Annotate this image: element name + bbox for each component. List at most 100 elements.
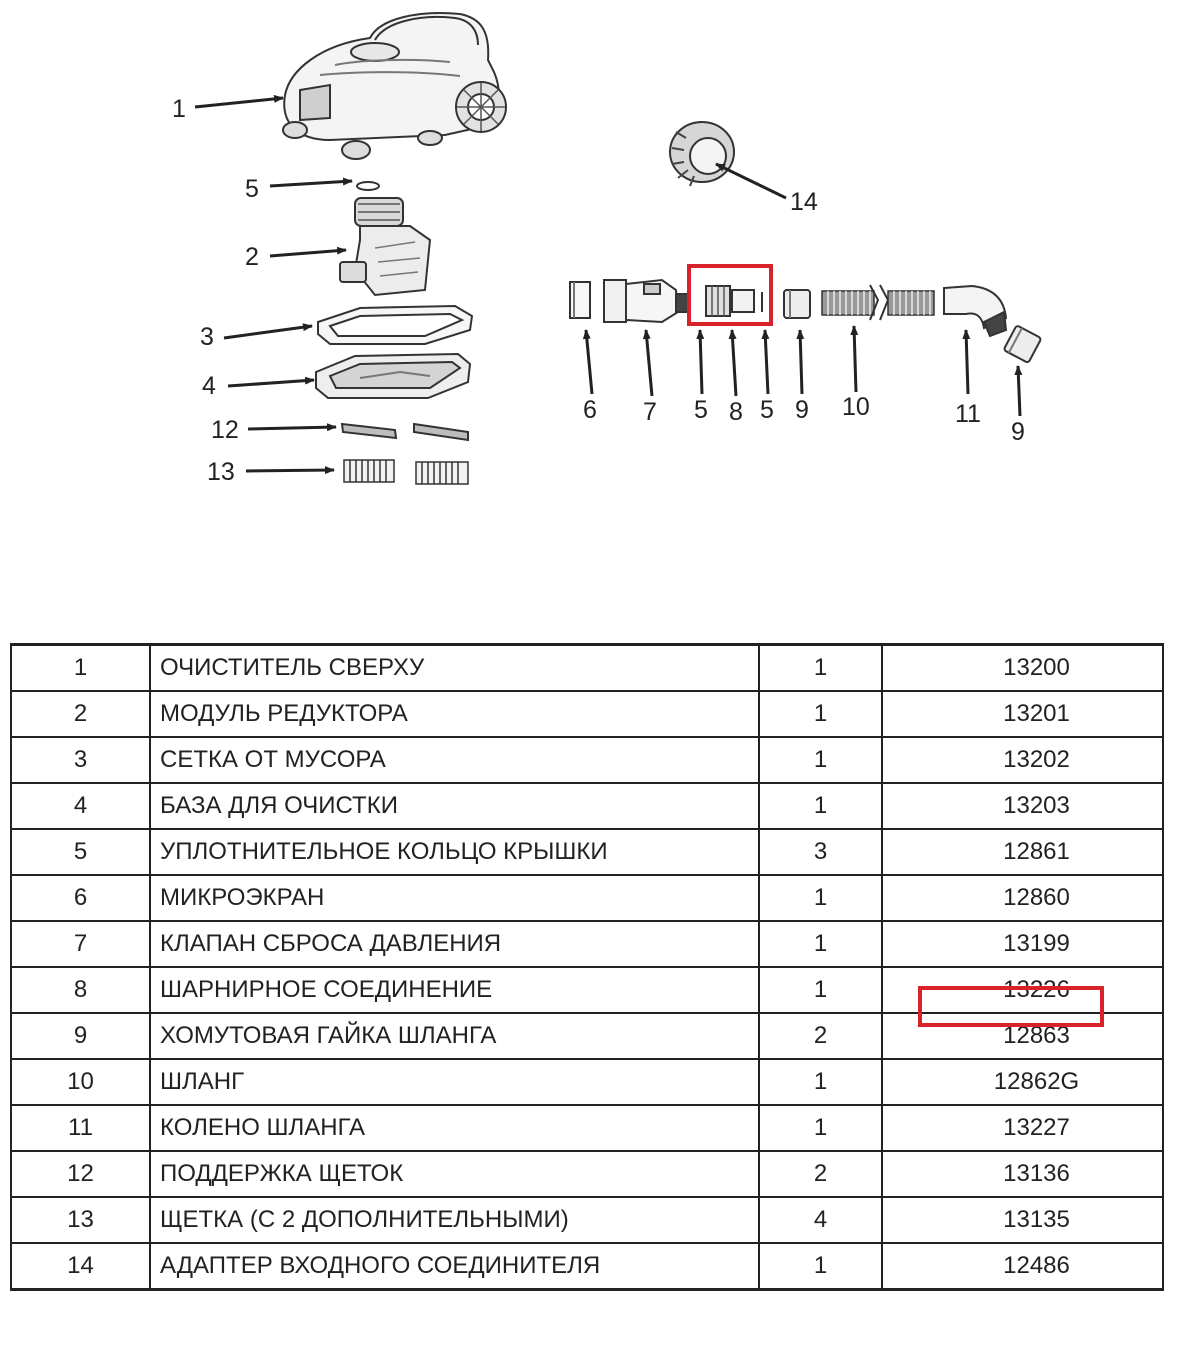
part-code: 13226: [881, 966, 1164, 1014]
part-quantity: 1: [758, 920, 883, 968]
part-quantity: 1: [758, 643, 883, 692]
part-name: СЕТКА ОТ МУСОРА: [149, 736, 760, 784]
part-number: 9: [10, 1012, 151, 1060]
cleaning-base-drawing: [315, 352, 472, 399]
part-code: 13200: [881, 643, 1164, 692]
part-code: 12863: [881, 1012, 1164, 1060]
callout-9: 9: [795, 396, 809, 424]
callout-1: 1: [172, 95, 186, 123]
cleaner-top-drawing: [282, 12, 507, 160]
callout-11: 11: [955, 400, 981, 428]
callout-5-c: 5: [760, 396, 774, 424]
swivel-joint-drawing: [705, 285, 763, 317]
callout-5-b: 5: [694, 396, 708, 424]
exploded-parts-diagram: 1 5 2 3 4 12 13 14 6 7 5 8 5 9 10 11 9: [172, 12, 1042, 486]
part-name: КЛАПАН СБРОСА ДАВЛЕНИЯ: [149, 920, 760, 968]
part-number: 10: [10, 1058, 151, 1106]
part-quantity: 2: [758, 1012, 883, 1060]
part-quantity: 1: [758, 874, 883, 922]
part-number: 8: [10, 966, 151, 1014]
pressure-relief-valve-drawing: [603, 278, 689, 324]
part-code: 13135: [881, 1196, 1164, 1244]
callout-5: 5: [245, 175, 259, 203]
gearbox-module-drawing: [339, 197, 432, 297]
part-code: 12861: [881, 828, 1164, 876]
part-name: АДАПТЕР ВХОДНОГО СОЕДИНИТЕЛЯ: [149, 1242, 760, 1291]
part-quantity: 1: [758, 736, 883, 784]
callout-3: 3: [200, 323, 214, 351]
part-quantity: 1: [758, 690, 883, 738]
part-number: 13: [10, 1196, 151, 1244]
part-quantity: 4: [758, 1196, 883, 1244]
callout-arrows: [194, 94, 1023, 475]
part-number: 5: [10, 828, 151, 876]
part-name: ПОДДЕРЖКА ЩЕТОК: [149, 1150, 760, 1198]
hose-drawing: [821, 284, 935, 321]
micro-screen-drawing: [569, 281, 591, 319]
part-quantity: 2: [758, 1150, 883, 1198]
part-code: 13201: [881, 690, 1164, 738]
part-quantity: 1: [758, 782, 883, 830]
callout-14: 14: [790, 188, 818, 216]
hose-elbow-drawing: [943, 284, 1008, 338]
part-quantity: 1: [758, 1058, 883, 1106]
callout-10: 10: [842, 393, 870, 421]
part-name: ОЧИСТИТЕЛЬ СВЕРХУ: [149, 643, 760, 692]
part-name: БАЗА ДЛЯ ОЧИСТКИ: [149, 782, 760, 830]
part-quantity: 3: [758, 828, 883, 876]
part-name: ХОМУТОВАЯ ГАЙКА ШЛАНГА: [149, 1012, 760, 1060]
callout-13: 13: [207, 458, 235, 486]
part-quantity: 1: [758, 1104, 883, 1152]
brush-support-drawing: [340, 422, 469, 442]
brush-drawing: [343, 459, 469, 485]
part-code: 13202: [881, 736, 1164, 784]
part-name: ЩЕТКА (С 2 ДОПОЛНИТЕЛЬНЫМИ): [149, 1196, 760, 1244]
hose-nut-drawing: [783, 289, 1042, 363]
part-number: 11: [10, 1104, 151, 1152]
table-highlight-box: [918, 986, 1104, 1027]
part-number: 6: [10, 874, 151, 922]
callout-2: 2: [245, 243, 259, 271]
callout-7: 7: [643, 398, 657, 426]
callout-6: 6: [583, 396, 597, 424]
part-name: ШЛАНГ: [149, 1058, 760, 1106]
part-code: 12486: [881, 1242, 1164, 1291]
part-number: 3: [10, 736, 151, 784]
part-code: 13227: [881, 1104, 1164, 1152]
part-code: 12860: [881, 874, 1164, 922]
part-quantity: 1: [758, 1242, 883, 1291]
part-number: 2: [10, 690, 151, 738]
part-number: 1: [10, 643, 151, 692]
debris-screen-drawing: [317, 304, 474, 345]
part-number: 12: [10, 1150, 151, 1198]
part-number: 7: [10, 920, 151, 968]
callout-8: 8: [729, 398, 743, 426]
part-name: МИКРОЭКРАН: [149, 874, 760, 922]
part-code: 12862G: [881, 1058, 1164, 1106]
diagram-highlight-box: [687, 264, 773, 326]
part-code: 13136: [881, 1150, 1164, 1198]
gasket-ring-drawing: [356, 181, 380, 191]
part-name: МОДУЛЬ РЕДУКТОРА: [149, 690, 760, 738]
part-name: УПЛОТНИТЕЛЬНОЕ КОЛЬЦО КРЫШКИ: [149, 828, 760, 876]
callout-9-b: 9: [1011, 418, 1025, 446]
part-name: КОЛЕНО ШЛАНГА: [149, 1104, 760, 1152]
part-number: 4: [10, 782, 151, 830]
part-code: 13199: [881, 920, 1164, 968]
part-code: 13203: [881, 782, 1164, 830]
part-number: 14: [10, 1242, 151, 1291]
